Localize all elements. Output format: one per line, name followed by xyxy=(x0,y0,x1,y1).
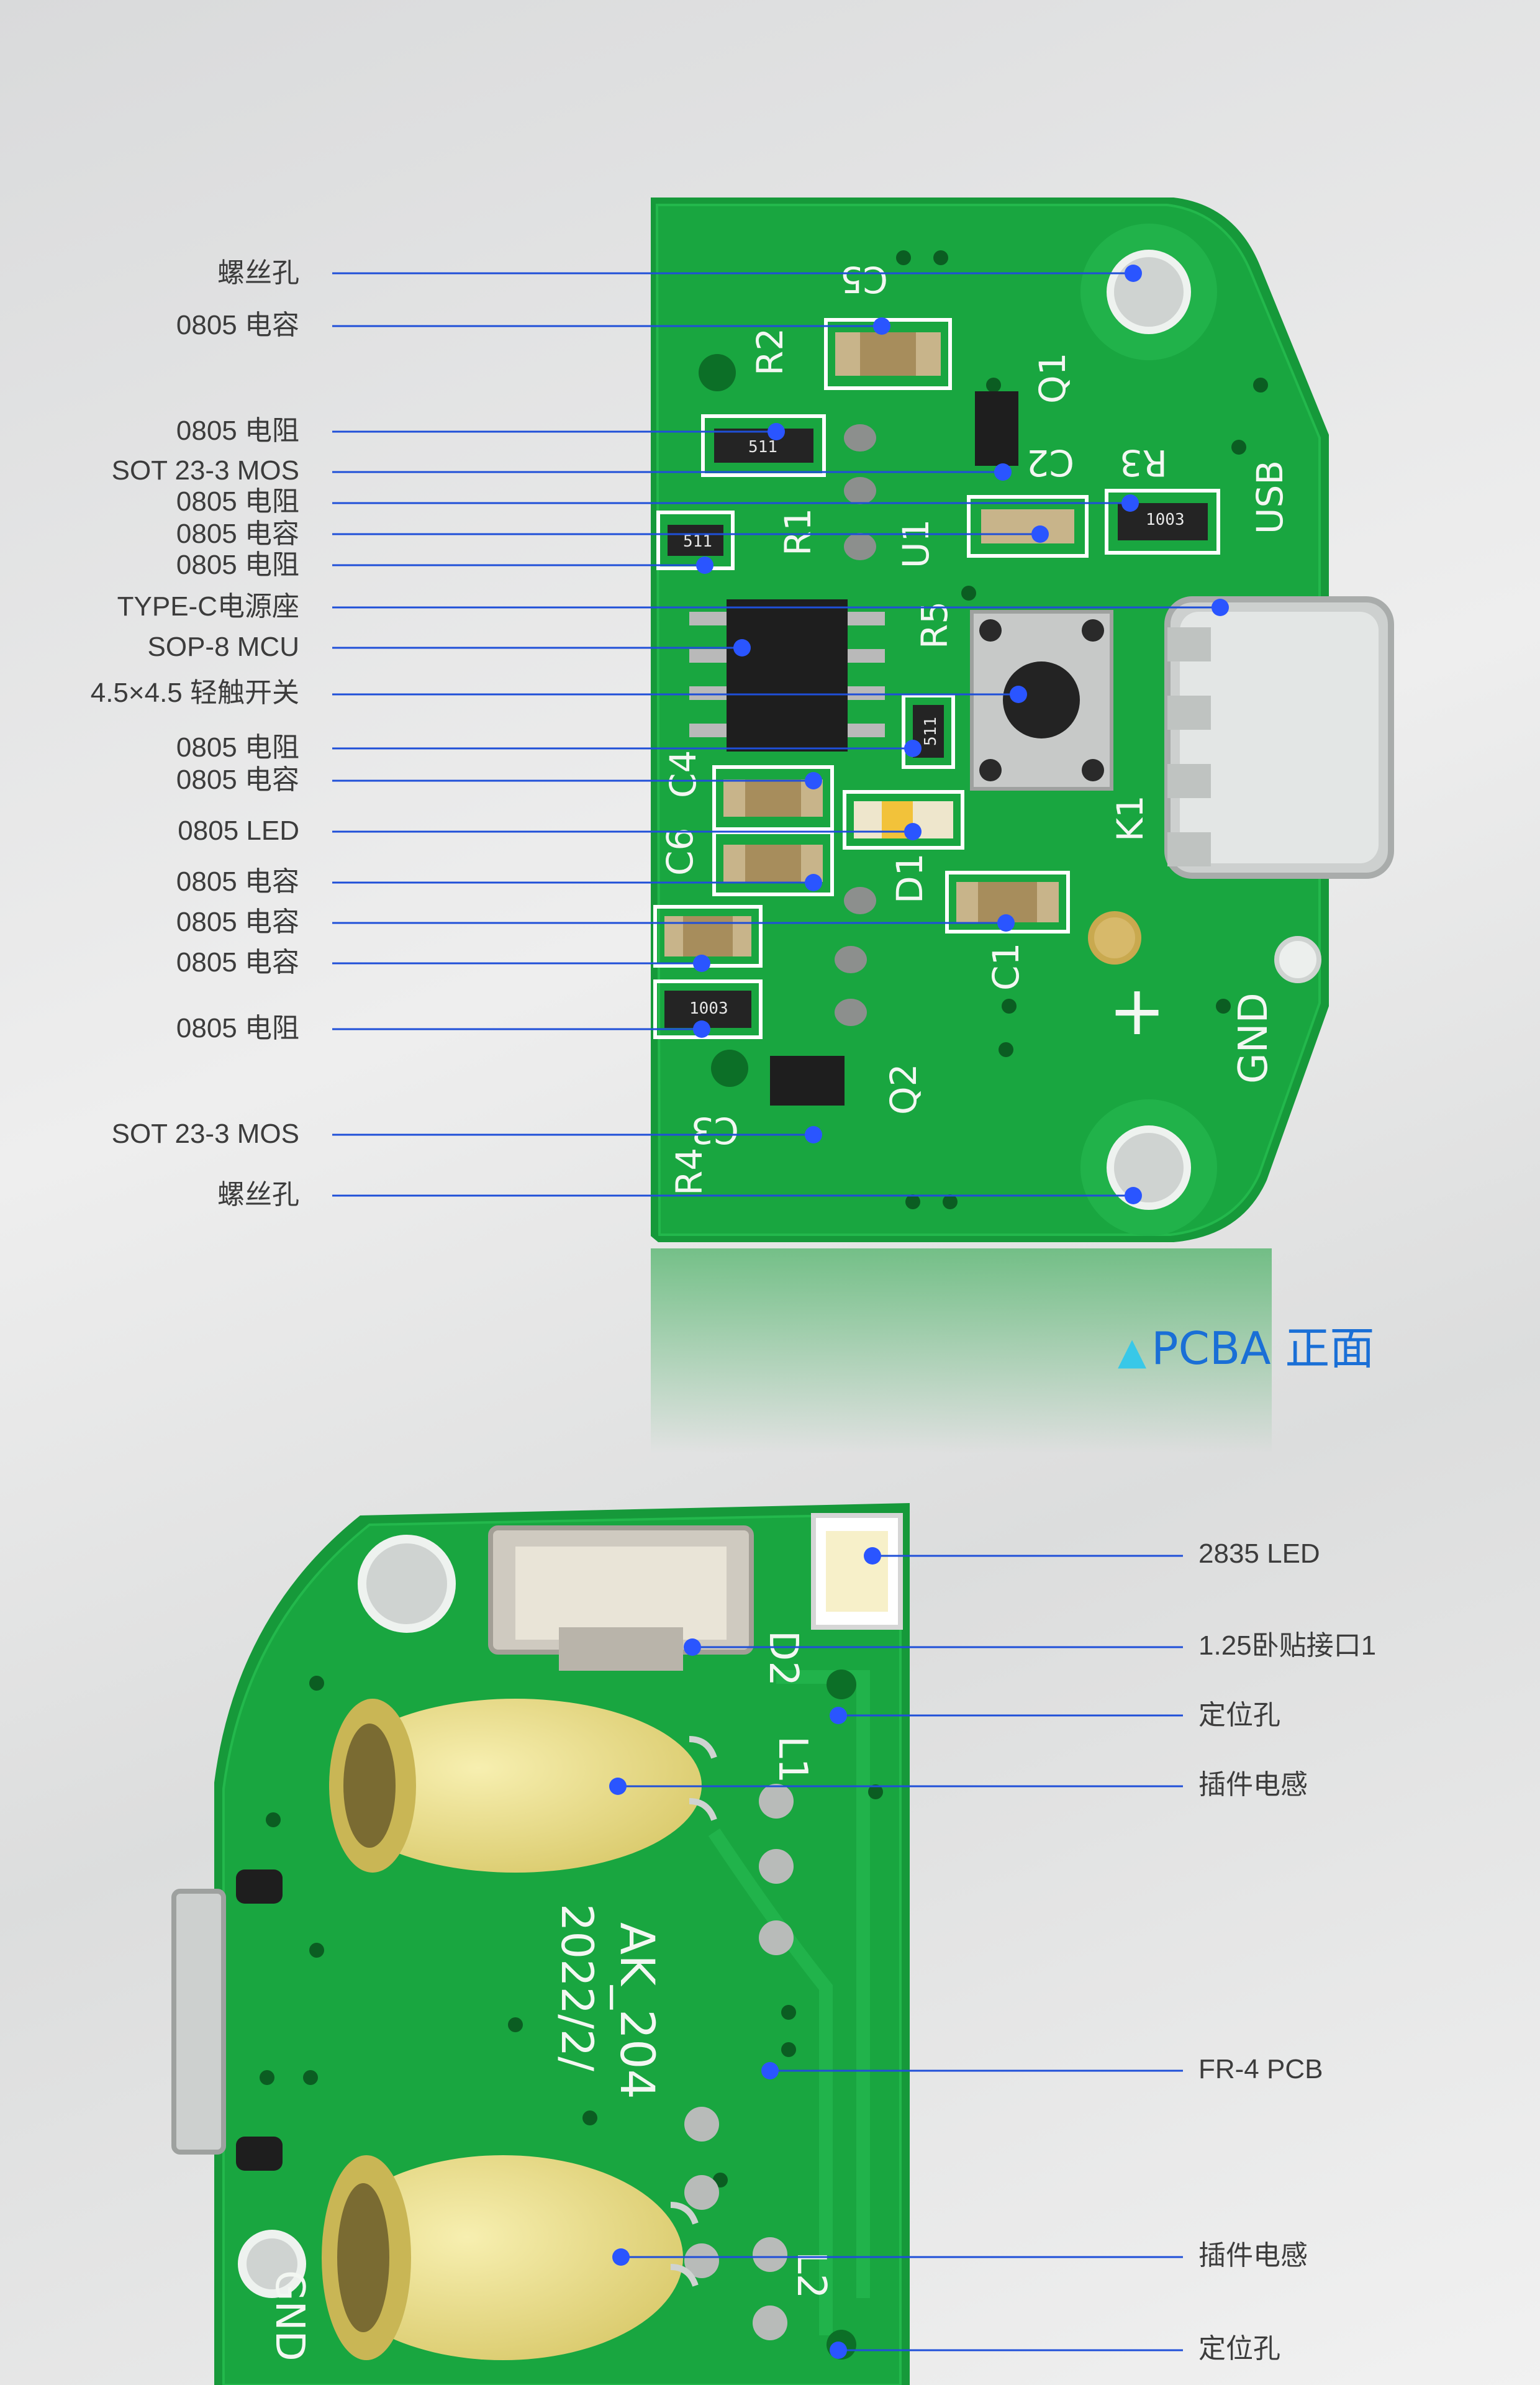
label-type-c-socket: TYPE-C电源座 xyxy=(117,591,299,622)
silk-c5: C5 xyxy=(840,258,888,301)
front-leader-dot xyxy=(1031,525,1049,543)
silk-511-a: 511 xyxy=(748,438,777,457)
silk-r1: R1 xyxy=(777,508,819,556)
back-leader-dot xyxy=(684,1638,701,1656)
label-capacitor-0805: 0805 电容 xyxy=(176,907,299,937)
label-sot23-mos: SOT 23-3 MOS xyxy=(111,1119,299,1149)
front-leader-dot xyxy=(997,914,1015,932)
front-leader-dot xyxy=(904,740,922,757)
silk-u1: U1 xyxy=(895,519,937,568)
silk-r5: R5 xyxy=(913,601,956,649)
back-pcb: D2 L1 L2 AK_204 2022/2/ GND xyxy=(171,1503,910,2385)
label-resistor-0805: 0805 电阻 xyxy=(176,550,299,580)
silk-c3: C3 xyxy=(691,1109,739,1152)
silk-l1: L1 xyxy=(769,1736,815,1783)
front-leader-dot xyxy=(1121,494,1139,512)
front-leader-dot xyxy=(1010,686,1027,703)
silk-back-gnd: GND xyxy=(266,2270,312,2361)
back-leader-dot xyxy=(612,2248,630,2266)
label-screw-hole: 螺丝孔 xyxy=(217,258,299,288)
silk-q1: Q1 xyxy=(1031,352,1074,404)
front-leader-dot xyxy=(805,772,822,789)
triangle-up-icon: ▲ xyxy=(1118,1330,1147,1373)
back-leader-dot xyxy=(864,1547,881,1565)
silk-date: 2022/2/ xyxy=(551,1904,602,2071)
silk-usb: USB xyxy=(1249,460,1291,534)
front-leader-dot xyxy=(805,1126,822,1143)
silk-1003-b: 1003 xyxy=(689,999,728,1018)
label-led-2835: 2835 LED xyxy=(1198,1538,1320,1569)
label-sop8-mcu: SOP-8 MCU xyxy=(147,632,299,662)
front-leader-dot xyxy=(1212,599,1229,616)
front-caption: ▲PCBA 正面 xyxy=(1118,1312,1374,1377)
leader-dots xyxy=(609,265,1229,2359)
label-locating-hole: 定位孔 xyxy=(1198,2333,1280,2364)
silk-1003-a: 1003 xyxy=(1146,511,1185,529)
label-inductor: 插件电感 xyxy=(1198,2240,1308,2271)
leader-lines xyxy=(332,272,1220,2351)
label-tact-switch: 4.5×4.5 轻触开关 xyxy=(90,678,299,708)
silk-q2: Q2 xyxy=(882,1063,925,1115)
silk-r3: R3 xyxy=(1120,442,1167,484)
label-capacitor-0805: 0805 电容 xyxy=(176,947,299,978)
label-resistor-0805: 0805 电阻 xyxy=(176,486,299,517)
label-capacitor-0805: 0805 电容 xyxy=(176,866,299,897)
silk-d2: D2 xyxy=(760,1630,806,1686)
back-leader-dot xyxy=(609,1778,627,1795)
label-capacitor-0805: 0805 电容 xyxy=(176,765,299,795)
silk-c2: C2 xyxy=(1026,442,1074,484)
label-led-0805: 0805 LED xyxy=(178,815,299,846)
front-leader-dot xyxy=(693,1020,710,1038)
silk-l2: L2 xyxy=(788,2251,834,2299)
silk-gnd: GND xyxy=(1231,993,1277,1084)
silk-511-b: 511 xyxy=(683,532,712,551)
front-leader-dot xyxy=(805,874,822,891)
label-locating-hole: 定位孔 xyxy=(1198,1700,1280,1730)
label-resistor-0805: 0805 电阻 xyxy=(176,416,299,446)
front-leader-dot xyxy=(693,955,710,972)
silk-511-c: 511 xyxy=(922,717,940,746)
label-inductor: 插件电感 xyxy=(1198,1769,1308,1800)
front-leader-dot xyxy=(873,317,890,335)
label-screw-hole: 螺丝孔 xyxy=(217,1179,299,1210)
front-leader-dot xyxy=(994,463,1012,481)
silk-d1: D1 xyxy=(889,853,931,904)
label-resistor-0805: 0805 电阻 xyxy=(176,732,299,763)
front-leader-dot xyxy=(696,556,713,574)
silk-c4: C4 xyxy=(662,750,704,798)
silk-ak204: AK_204 xyxy=(610,1922,665,2099)
front-leader-dot xyxy=(733,639,751,656)
front-leader-dot xyxy=(1125,1187,1142,1204)
label-sot23-mos: SOT 23-3 MOS xyxy=(111,455,299,486)
front-leader-dot xyxy=(904,823,922,840)
silk-k1: K1 xyxy=(1109,795,1151,842)
label-fr4-pcb: FR-4 PCB xyxy=(1198,2054,1323,2084)
label-capacitor-0805: 0805 电容 xyxy=(176,310,299,340)
label-connector-125: 1.25卧贴接口1 xyxy=(1198,1630,1377,1661)
back-leader-dot xyxy=(830,1707,847,1724)
silk-r2: R2 xyxy=(749,328,791,376)
front-leader-dot xyxy=(1125,265,1142,282)
back-leader-dot xyxy=(761,2062,779,2079)
silk-plus: + xyxy=(1108,971,1166,1050)
caption-text: PCBA 正面 xyxy=(1151,1322,1375,1374)
silk-r4: R4 xyxy=(668,1148,710,1196)
silk-c6: C6 xyxy=(659,828,701,876)
front-leader-dot xyxy=(768,423,785,440)
silk-c1: C1 xyxy=(985,943,1027,991)
back-leader-dot xyxy=(830,2342,847,2359)
front-pcb: C5 R2 Q1 C2 R3 USB R1 U1 R5 C4 C6 D1 K1 … xyxy=(651,198,1394,1453)
label-resistor-0805: 0805 电阻 xyxy=(176,1013,299,1043)
label-capacitor-0805: 0805 电容 xyxy=(176,519,299,549)
